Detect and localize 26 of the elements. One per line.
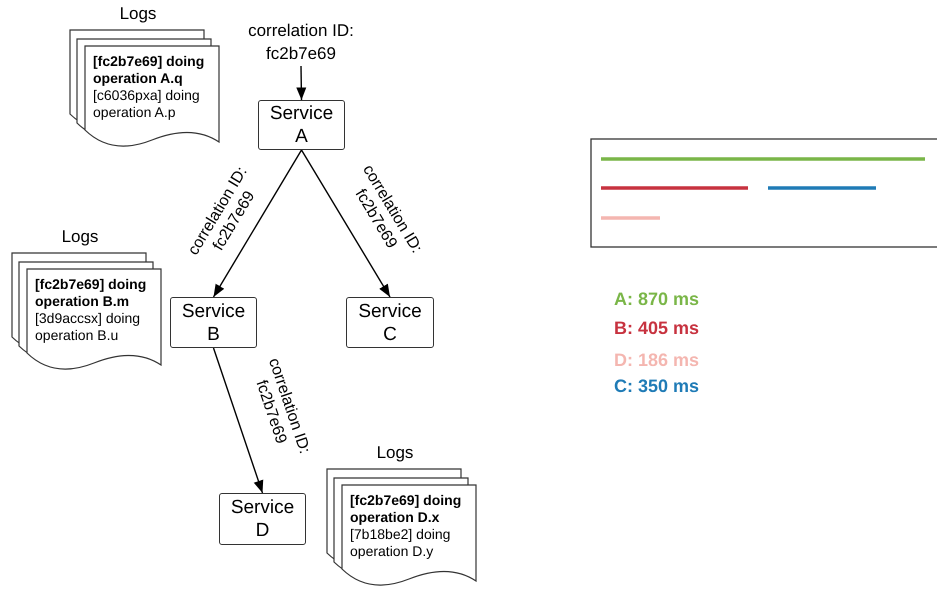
service-name: Service B bbox=[180, 300, 246, 346]
log-entry: [fc2b7e69] doing operation B.m bbox=[35, 276, 148, 310]
service-box bbox=[219, 493, 306, 545]
arrow bbox=[296, 66, 306, 100]
duration-label: B: 405 ms bbox=[614, 318, 700, 339]
service-box bbox=[258, 100, 345, 150]
logs-heading: Logs bbox=[60, 227, 100, 247]
duration-label: A: 870 ms bbox=[614, 289, 700, 310]
duration-label: D: 186 ms bbox=[614, 350, 700, 371]
header-label: correlation ID: fc2b7e69 bbox=[241, 19, 361, 66]
service-name: Service A bbox=[268, 102, 334, 148]
service-name: Service D bbox=[230, 496, 296, 542]
arrow bbox=[212, 150, 302, 298]
log-entry: [c6036pxa] doing operation A.p bbox=[93, 87, 201, 121]
logs-heading: Logs bbox=[376, 443, 414, 463]
service-box bbox=[170, 297, 257, 348]
service-name: Service C bbox=[357, 300, 423, 346]
duration-label: C: 350 ms bbox=[614, 376, 700, 397]
log-entry: [fc2b7e69] doing operation A.q bbox=[93, 53, 206, 87]
log-entry: [7b18be2] doing operation D.y bbox=[350, 526, 452, 560]
log-entry: [3d9accsx] doing operation B.u bbox=[35, 310, 142, 344]
arrow bbox=[300, 150, 391, 298]
log-entry: [fc2b7e69] doing operation D.x bbox=[350, 492, 462, 526]
arrow bbox=[212, 348, 264, 494]
service-box bbox=[346, 297, 434, 348]
logs-heading: Logs bbox=[118, 4, 158, 24]
